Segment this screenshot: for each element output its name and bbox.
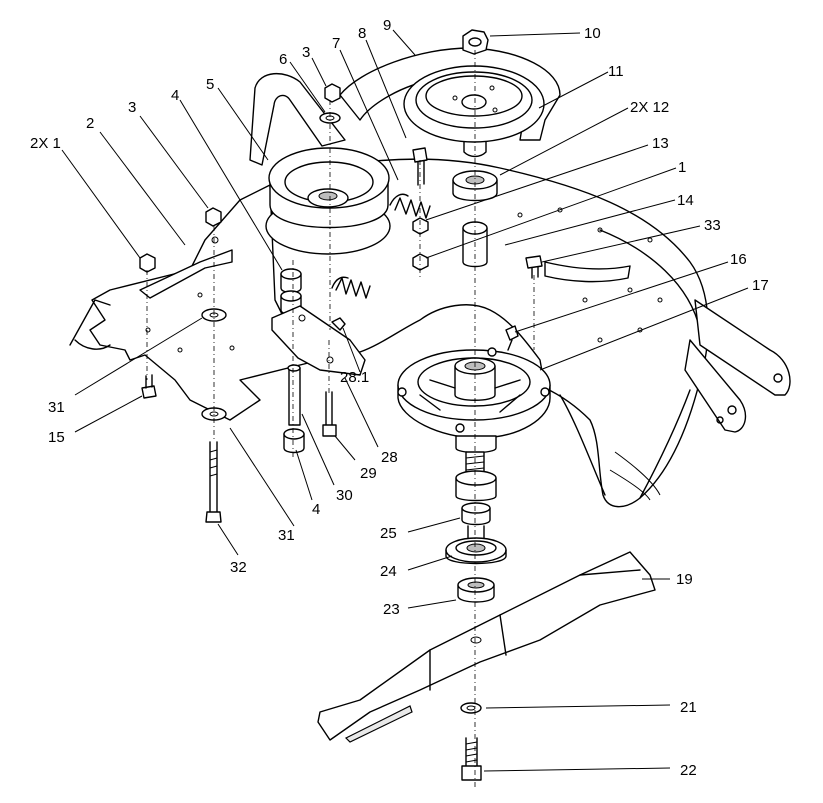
callout-6: 6: [279, 51, 287, 68]
callout-31-bottom: 31: [278, 527, 295, 544]
callout-4-top: 4: [171, 87, 179, 104]
callout-3-top: 3: [302, 44, 310, 61]
callout-1: 1: [678, 159, 686, 176]
callout-5: 5: [206, 76, 214, 93]
extension-spring-upper: [389, 193, 431, 219]
callout-2x12: 2X 12: [630, 99, 669, 116]
nut-3-top: [324, 83, 341, 103]
callout-19: 19: [676, 571, 693, 588]
callout-29: 29: [360, 465, 377, 482]
blade-bolt-22: [461, 737, 482, 781]
bolt-15: [141, 374, 157, 399]
callout-28: 28: [381, 449, 398, 466]
callout-2: 2: [86, 115, 94, 132]
nut-13: [412, 217, 429, 235]
callout-7: 7: [332, 35, 340, 52]
spacer-23: [457, 577, 495, 603]
washer-21: [460, 702, 482, 714]
callout-11: 11: [608, 63, 624, 80]
callout-16: 16: [730, 251, 747, 268]
extension-spring-lower: [331, 276, 371, 299]
callout-10: 10: [584, 25, 601, 42]
callout-21: 21: [680, 699, 697, 716]
bearing-24: [445, 537, 507, 565]
callout-labels: 2X 1 2 3 4 5 6 3 7 8 9 10 11 2X 12 13 1 …: [30, 17, 769, 779]
grease-fitting-16: [505, 325, 519, 351]
callout-13: 13: [652, 135, 669, 152]
grease-fitting-28-1: [331, 317, 346, 331]
drive-pulley: [403, 65, 545, 158]
callout-4-bottom: 4: [312, 501, 320, 518]
center-lines: [146, 50, 535, 790]
idler-bracket: [139, 249, 233, 299]
mower-blade: [317, 551, 656, 743]
callout-23: 23: [383, 601, 400, 618]
callout-17: 17: [752, 277, 769, 294]
callout-30: 30: [336, 487, 353, 504]
spindle-lower-shaft: [455, 451, 497, 502]
idler-arm: [271, 305, 366, 376]
deck-support-arms: [684, 299, 791, 433]
callout-24: 24: [380, 563, 397, 580]
bolt-8: [412, 147, 428, 186]
bolt-33: [525, 255, 543, 279]
callout-3-left: 3: [128, 99, 136, 116]
callout-32: 32: [230, 559, 247, 576]
callout-9: 9: [383, 17, 391, 34]
leader-lines: [61, 29, 749, 772]
pulley-nut: [462, 29, 489, 55]
idler-pulley: [265, 147, 391, 255]
callout-33: 33: [704, 217, 721, 234]
shaft-30: [287, 364, 301, 426]
callout-14: 14: [677, 192, 694, 209]
idler-mounting-plate: [69, 184, 321, 421]
nut-2x1: [139, 253, 156, 273]
callout-31-left: 31: [48, 399, 65, 416]
callout-2x1: 2X 1: [30, 135, 61, 152]
callout-22: 22: [680, 762, 697, 779]
bolt-29: [322, 391, 337, 437]
bolt-32: [205, 441, 222, 523]
bushing-4-bottom: [283, 428, 305, 454]
callout-28-1: 28:1: [340, 369, 369, 386]
callout-25: 25: [380, 525, 397, 542]
nut-1: [412, 253, 429, 271]
spindle-housing: [397, 347, 551, 454]
nut-3-left: [205, 207, 222, 227]
spacer-25: [461, 502, 491, 546]
callout-8: 8: [358, 25, 366, 42]
callout-15: 15: [48, 429, 65, 446]
mower-deck-housing: [271, 158, 709, 508]
